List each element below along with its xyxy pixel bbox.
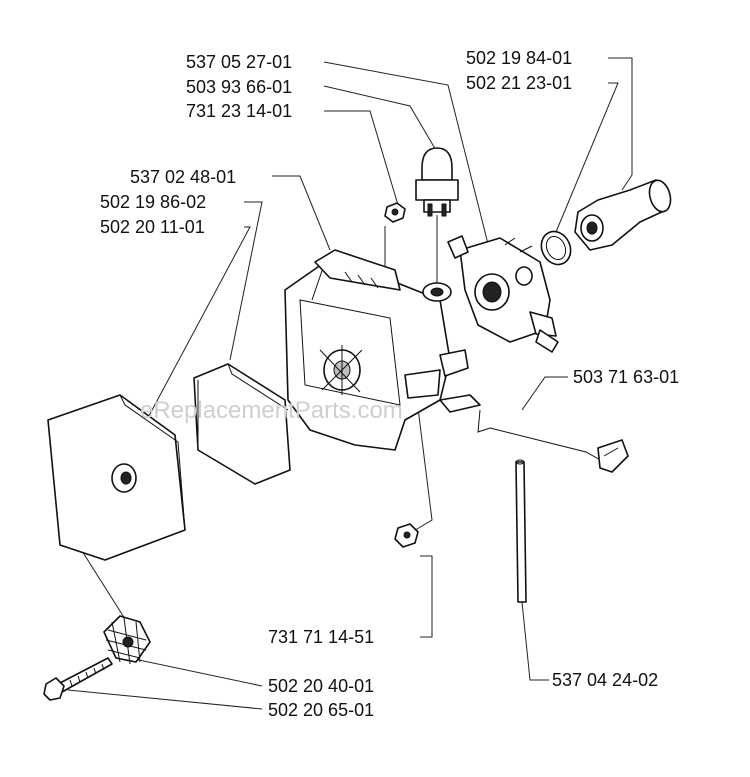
part-label-502-20-11-01: 502 20 11-01 xyxy=(100,217,205,237)
filter-element-drawing xyxy=(193,363,291,485)
filter-housing-drawing xyxy=(284,249,481,451)
carburetor-drawing xyxy=(447,235,559,353)
air-filter-cover-drawing xyxy=(47,394,186,561)
part-label-731-71-14-51: 731 71 14-51 xyxy=(268,627,374,647)
gasket-ring-drawing xyxy=(540,230,572,266)
part-label-502-20-40-01: 502 20 40-01 xyxy=(268,676,374,696)
part-label-731-23-14-01: 731 23 14-01 xyxy=(186,101,292,121)
part-label-537-04-24-02: 537 04 24-02 xyxy=(552,670,658,690)
nut-bottom-drawing xyxy=(394,523,419,548)
intake-manifold-drawing xyxy=(574,179,672,251)
part-label-502-21-23-01: 502 21 23-01 xyxy=(466,73,572,93)
part-label-503-71-63-01: 503 71 63-01 xyxy=(573,367,679,387)
part-number-labels: 537 05 27-01 503 93 66-01 731 23 14-01 5… xyxy=(100,48,679,720)
screw-drawing xyxy=(43,657,113,701)
part-label-503-93-66-01: 503 93 66-01 xyxy=(186,77,292,97)
part-label-537-02-48-01: 537 02 48-01 xyxy=(130,167,236,187)
watermark-text: eReplacementParts.com xyxy=(140,397,403,424)
part-label-502-19-86-02: 502 19 86-02 xyxy=(100,192,206,212)
nut-top-drawing xyxy=(384,202,406,223)
part-label-502-20-65-01: 502 20 65-01 xyxy=(268,700,374,720)
part-label-502-19-84-01: 502 19 84-01 xyxy=(466,48,572,68)
cover-knob-drawing xyxy=(103,615,151,665)
fuel-hose-drawing xyxy=(515,459,527,603)
primer-bulb-drawing xyxy=(415,147,459,217)
part-label-537-05-27-01: 537 05 27-01 xyxy=(186,52,292,72)
throttle-rod-drawing xyxy=(477,409,629,473)
